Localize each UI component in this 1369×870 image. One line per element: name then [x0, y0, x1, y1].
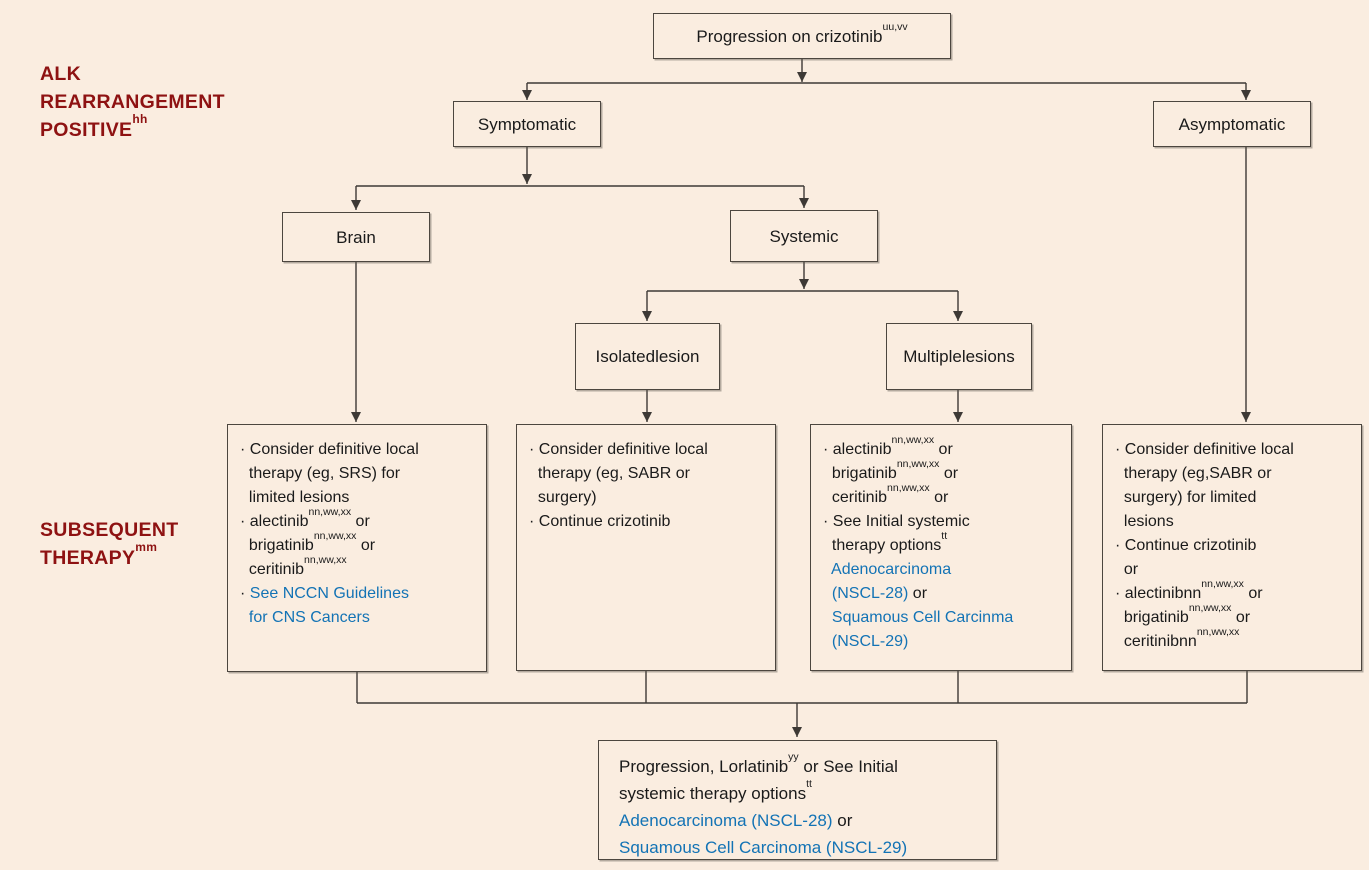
text-line: · alectinibnn,ww,xx or — [823, 433, 953, 458]
text-line: lesions — [1115, 513, 1174, 530]
text-line: surgery) — [529, 489, 597, 506]
therapy-box-brain: · Consider definitive local therapy (eg,… — [227, 424, 487, 672]
text-line: · alectinibnnnn,ww,xx or — [1115, 577, 1263, 602]
text-line: (NSCL-28) or — [831, 585, 928, 602]
doc-link[interactable]: (NSCL-29) — [831, 633, 909, 650]
text-line: · Consider definitive local — [1115, 441, 1294, 458]
text-line: POSITIVEhh — [40, 111, 148, 142]
text-line: Progression, Lorlatinibyy or See Initial — [619, 751, 898, 776]
text-line: or — [1115, 561, 1139, 578]
node-progression-on-crizotinib: Progression on crizotinibuu,vv — [653, 13, 951, 59]
text-line: Isolated — [595, 347, 656, 366]
text-line: Systemic — [769, 226, 839, 246]
text-line: (NSCL-29) — [823, 630, 1067, 654]
therapy-box-multiple: · alectinibnn,ww,xx or brigatinibnn,ww,x… — [810, 424, 1072, 671]
text-line: · alectinibnn,ww,xx or — [240, 505, 370, 530]
text-line: THERAPYmm — [40, 539, 158, 570]
text-line: · Continue crizotinib — [529, 513, 671, 530]
text-line: Progression on crizotinibuu,vv — [696, 20, 908, 46]
text-line: therapy (eg, SRS) for — [240, 465, 401, 482]
text-line: ceritinibnn,ww,xx or — [823, 481, 949, 506]
therapy-box-asymptomatic: · Consider definitive local therapy (eg,… — [1102, 424, 1362, 671]
text-line: · See NCCN Guidelines — [240, 585, 409, 602]
doc-link[interactable]: Adenocarcinoma — [831, 561, 952, 578]
text-line: · Consider definitive local — [529, 441, 708, 458]
text-line: ceritinibnnnn,ww,xx — [1115, 625, 1240, 650]
text-line: Symptomatic — [477, 114, 577, 134]
text-line: ALK — [40, 63, 81, 85]
text-line: Asymptomatic — [1178, 114, 1286, 134]
text-line: for CNS Cancers — [240, 606, 482, 630]
text-line: systemic therapy optionstt — [619, 778, 812, 803]
text-line: Squamous Cell Carcinma — [823, 606, 1067, 630]
text-line: brigatinibnn,ww,xx or — [1115, 601, 1251, 626]
text-line: REARRANGEMENT — [40, 91, 225, 113]
text-line: SUBSEQUENT — [40, 519, 179, 541]
text-line: brigatinibnn,ww,xx or — [823, 457, 959, 482]
text-line: · Continue crizotinib — [1115, 537, 1257, 554]
text-line: Adenocarcinoma (NSCL-28) or — [619, 811, 853, 830]
node-brain: Brain — [282, 212, 430, 262]
doc-link[interactable]: See NCCN Guidelines — [249, 585, 409, 602]
text-line: ceritinibnn,ww,xx — [240, 553, 347, 578]
text-line: brigatinibnn,ww,xx or — [240, 529, 376, 554]
text-line: therapy (eg, SABR or — [529, 465, 690, 482]
text-line: lesion — [655, 347, 700, 366]
therapy-box-isolated: · Consider definitive local therapy (eg,… — [516, 424, 776, 671]
text-line: Squamous Cell Carcinoma (NSCL-29) — [619, 834, 992, 861]
text-line: · See Initial systemic — [823, 513, 970, 530]
text-line: surgery) for limited — [1115, 489, 1257, 506]
text-line: Adenocarcinoma — [823, 558, 1067, 582]
text-line: · Consider definitive local — [240, 441, 419, 458]
text-line: Brain — [336, 227, 376, 247]
doc-link[interactable]: Squamous Cell Carcinma — [831, 609, 1014, 626]
node-progression-next-step: Progression, Lorlatinibyy or See Initial… — [598, 740, 997, 860]
doc-link[interactable]: Squamous Cell Carcinoma (NSCL-29) — [619, 838, 908, 857]
node-symptomatic: Symptomatic — [453, 101, 601, 147]
text-line: lesions — [961, 347, 1015, 366]
node-systemic: Systemic — [730, 210, 878, 262]
text-line: therapy (eg,SABR or — [1115, 465, 1272, 482]
text-line: Multiple — [903, 347, 962, 366]
text-line: therapy optionstt — [823, 529, 948, 554]
doc-link[interactable]: Adenocarcinoma (NSCL-28) — [619, 811, 833, 830]
doc-link[interactable]: for CNS Cancers — [248, 609, 370, 626]
text-line: limited lesions — [240, 489, 350, 506]
node-asymptomatic: Asymptomatic — [1153, 101, 1311, 147]
doc-link[interactable]: (NSCL-28) — [831, 585, 909, 602]
